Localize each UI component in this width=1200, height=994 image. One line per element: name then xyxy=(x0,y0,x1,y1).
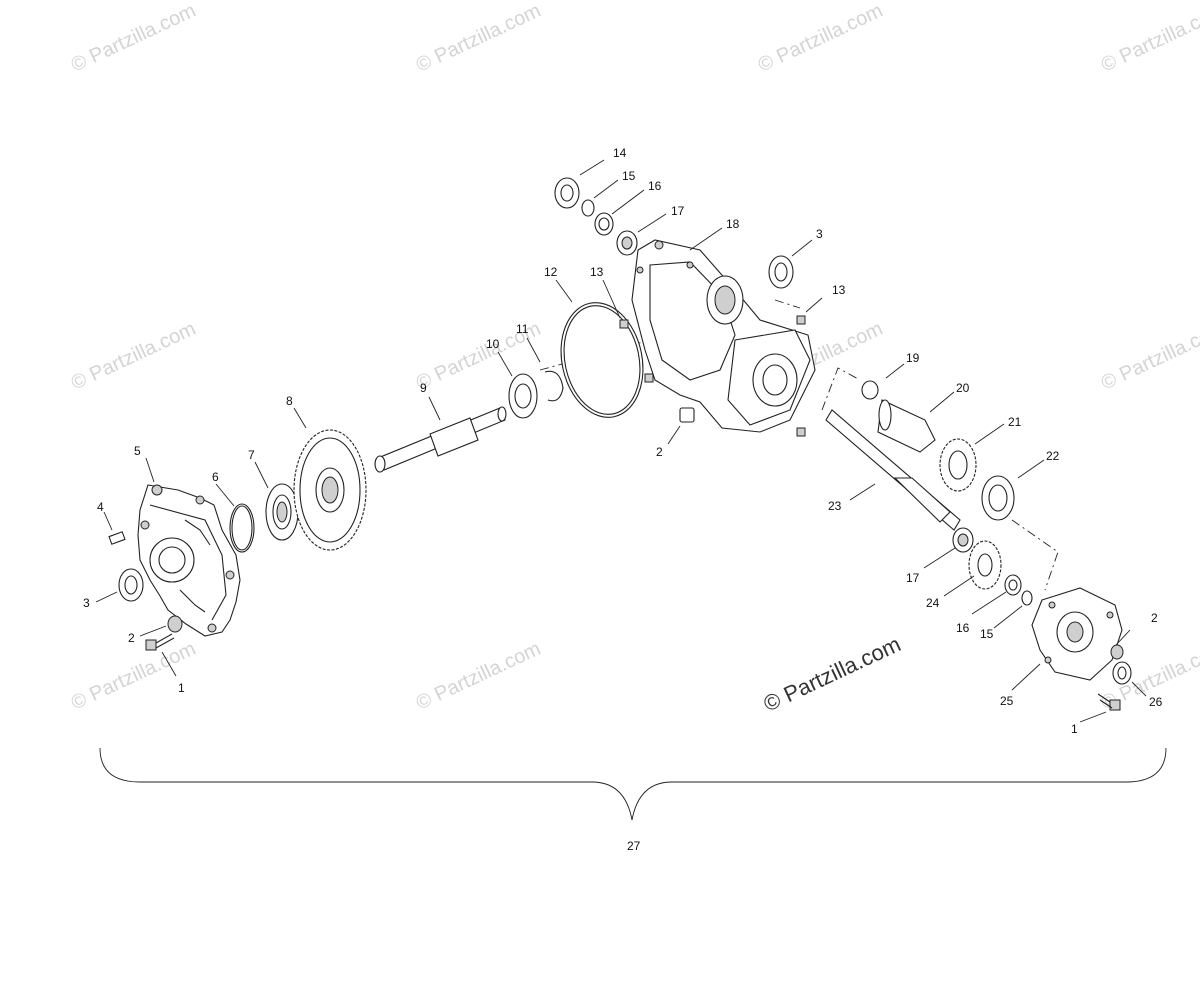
bolt-1-right xyxy=(1097,693,1121,711)
gear-21 xyxy=(939,438,977,492)
callout-label: 4 xyxy=(97,500,104,514)
washer-16-top xyxy=(594,212,614,236)
watermark-main: © Partzilla.com xyxy=(760,631,905,716)
callout-label: 15 xyxy=(980,627,994,641)
callout-label: 7 xyxy=(248,448,255,462)
assembly-brace: 27 xyxy=(99,747,1167,853)
plug-2-left xyxy=(167,615,183,633)
shaft-9 xyxy=(374,406,507,473)
callout-label: 17 xyxy=(906,571,920,585)
callout-label: 18 xyxy=(726,217,740,231)
bushing-19 xyxy=(861,380,879,400)
leader-lines xyxy=(95,159,1147,723)
plug-2-right xyxy=(1110,644,1124,660)
watermark: © Partzilla.com xyxy=(1098,318,1200,395)
callout-label: 21 xyxy=(1008,415,1022,429)
callout-label: 16 xyxy=(956,621,970,635)
callout-label: 2 xyxy=(1151,611,1158,625)
callout-label: 15 xyxy=(622,169,636,183)
callout-label: 26 xyxy=(1149,695,1163,709)
dowel-13 xyxy=(619,315,806,437)
callout-label: 23 xyxy=(828,499,842,513)
callout-label: 6 xyxy=(212,470,219,484)
gear-24 xyxy=(968,540,1002,590)
cover-25 xyxy=(1031,587,1123,681)
callout-label: 13 xyxy=(832,283,846,297)
callout-label: 5 xyxy=(134,444,141,458)
bearing-7 xyxy=(265,483,299,541)
watermark: © Partzilla.com xyxy=(413,0,544,77)
plug-2-center xyxy=(679,407,695,423)
callout-label: 17 xyxy=(671,204,685,218)
pinion-20 xyxy=(877,399,936,453)
bearing-10 xyxy=(508,373,538,419)
seal-26 xyxy=(1112,661,1132,685)
callout-label: 10 xyxy=(486,337,500,351)
callout-label: 12 xyxy=(544,265,558,279)
callout-label: 1 xyxy=(1071,722,1078,736)
bolt-1-left xyxy=(145,633,175,651)
callout-label: 3 xyxy=(83,596,90,610)
callout-label: 13 xyxy=(590,265,604,279)
callout-label: 1 xyxy=(178,681,185,695)
callout-label: 2 xyxy=(128,631,135,645)
callout-label: 11 xyxy=(516,322,529,336)
callout-labels: 1 2 3 4 5 6 7 8 9 10 11 12 13 14 15 16 1… xyxy=(83,146,1163,709)
ring-15-right xyxy=(1021,590,1033,606)
watermark: © Partzilla.com xyxy=(68,638,199,715)
snap-ring-11 xyxy=(544,370,564,402)
callout-label: 19 xyxy=(906,351,920,365)
o-ring-12 xyxy=(560,302,644,418)
callout-label: 8 xyxy=(286,394,293,408)
callout-label: 16 xyxy=(648,179,662,193)
seal-3-center xyxy=(768,255,794,289)
o-ring-6 xyxy=(229,503,255,553)
cover-assembly-5 xyxy=(137,484,241,637)
callout-labels-repeat: 2 3 13 17 16 15 2 1 xyxy=(656,227,1158,736)
watermark: © Partzilla.com xyxy=(413,638,544,715)
callout-label: 3 xyxy=(816,227,823,241)
housing-18 xyxy=(631,239,816,433)
bushing-17-top xyxy=(616,230,638,256)
shaft-23 xyxy=(825,409,961,531)
gear-8 xyxy=(293,429,367,551)
callout-label: 2 xyxy=(656,445,663,459)
watermark: © Partzilla.com xyxy=(68,0,199,77)
ring-15-top xyxy=(581,199,595,217)
watermark: © Partzilla.com xyxy=(1098,0,1200,77)
seal-14 xyxy=(554,177,580,209)
watermark: © Partzilla.com xyxy=(68,318,199,395)
callout-label: 20 xyxy=(956,381,970,395)
bushing-17-right xyxy=(952,527,974,553)
callout-label: 22 xyxy=(1046,449,1060,463)
washer-16-right xyxy=(1004,574,1022,596)
seal-3-left xyxy=(118,568,144,602)
callout-label: 9 xyxy=(420,381,427,395)
watermark: © Partzilla.com xyxy=(755,0,886,77)
callout-label: 14 xyxy=(613,146,627,160)
pin-4 xyxy=(108,531,126,545)
assembly-label: 27 xyxy=(627,839,641,853)
callout-label: 24 xyxy=(926,596,940,610)
bearing-22 xyxy=(981,475,1015,521)
callout-label: 25 xyxy=(1000,694,1014,708)
